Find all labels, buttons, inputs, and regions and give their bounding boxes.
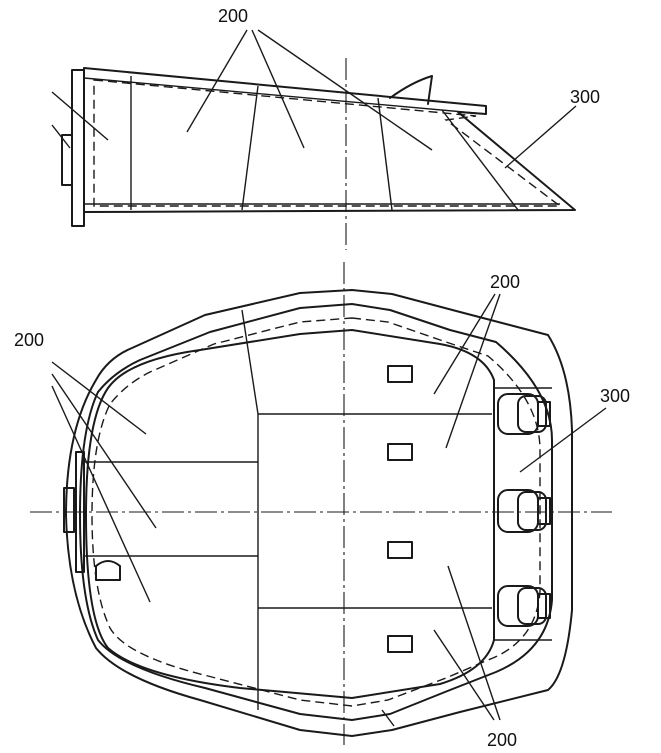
label-side-view-panels: 200 <box>218 6 248 26</box>
label-plan-view-lower-right-panels: 200 <box>487 730 517 750</box>
plan-view-inner-wall <box>85 329 495 699</box>
side-view-outline <box>83 67 576 213</box>
plan-view-window <box>387 635 413 653</box>
leader-line <box>51 91 109 141</box>
leader-line <box>433 293 496 395</box>
leader-line <box>186 29 248 133</box>
leader-line <box>445 293 501 449</box>
plan-view-panel-line <box>381 709 395 727</box>
leader-line <box>504 105 577 169</box>
leader-line <box>519 407 607 473</box>
plan-view-window <box>387 365 413 383</box>
nozzle-bottom <box>497 585 551 627</box>
side-view-inner-dashed <box>93 79 563 207</box>
leader-line <box>251 29 305 149</box>
side-view-flange <box>71 69 85 227</box>
plan-view-window <box>387 443 413 461</box>
leader-line <box>51 361 147 435</box>
plan-view-window <box>387 541 413 559</box>
side-view-mount-block <box>61 134 73 186</box>
leader-line <box>447 565 501 721</box>
label-plan-view-left-panels: 200 <box>14 330 44 350</box>
plan-view-hatch <box>95 560 121 581</box>
side-view <box>51 29 577 250</box>
leader-line <box>433 629 495 721</box>
plan-view-left-mount <box>63 487 75 533</box>
plan-view-outer-hull <box>65 289 573 737</box>
plan-view-panel-line <box>241 309 259 415</box>
side-view-panel-divider <box>241 85 259 211</box>
label-plan-view-upper-right-panels: 200 <box>490 272 520 292</box>
plan-view-left-port <box>75 451 85 573</box>
plan-view-middle-outline <box>79 303 553 721</box>
side-view-panel-divider <box>377 97 393 211</box>
nozzle-middle <box>497 489 551 533</box>
side-view-fin <box>389 75 433 105</box>
leader-line <box>51 373 157 529</box>
leader-line <box>51 385 151 603</box>
plan-view <box>30 262 612 745</box>
label-plan-view-nose: 300 <box>600 386 630 406</box>
leader-line <box>51 124 71 149</box>
side-view-top-rail <box>83 77 487 115</box>
side-view-panel-divider <box>441 109 519 211</box>
leader-line <box>257 29 433 151</box>
label-side-view-nose: 300 <box>570 87 600 107</box>
nozzle-top <box>497 393 551 435</box>
